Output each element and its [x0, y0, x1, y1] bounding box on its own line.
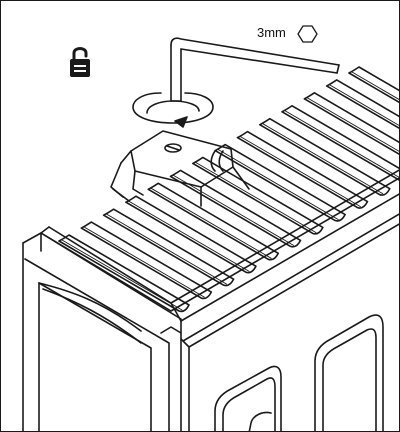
grille-fin	[281, 104, 399, 181]
grille-fin	[125, 195, 257, 274]
unlock-padlock-icon	[70, 47, 90, 77]
grille-fin-edge	[306, 97, 399, 152]
tool-size-label: 3mm	[257, 25, 286, 40]
mounting-bracket	[110, 130, 250, 207]
grille-fin	[303, 92, 399, 155]
grille-fin-edge	[284, 110, 399, 178]
housing-front-left	[22, 232, 182, 431]
grille-fin-edge	[61, 239, 183, 311]
grille-fin-edge	[351, 71, 399, 100]
rotation-arrow-icon	[132, 92, 214, 128]
grille-fin	[348, 66, 399, 104]
grille-fin	[325, 79, 399, 130]
housing-front-right	[180, 193, 399, 431]
grille-fin-edge	[106, 213, 228, 285]
grille-fin	[80, 221, 213, 300]
grille-fin-edge	[173, 174, 294, 246]
grille-fin	[169, 169, 302, 248]
grille-fin-edge	[217, 149, 339, 220]
hex-key-tool	[170, 37, 340, 102]
grille-fin	[258, 117, 391, 196]
hex-size-icon	[297, 25, 318, 43]
grille-fin	[147, 182, 280, 261]
grille-fin	[192, 156, 324, 235]
grille-fin-edge	[195, 162, 317, 233]
grille-fin	[214, 143, 346, 222]
grille-fin-edge	[240, 136, 361, 208]
grille-fin	[236, 130, 369, 209]
grille-fin-edge	[150, 187, 272, 259]
grille-fin-edge	[329, 84, 399, 126]
grille-fin	[102, 208, 235, 287]
grille-fin-edge	[83, 226, 205, 298]
grille-fin-edge	[262, 123, 384, 195]
grille-fin	[58, 234, 190, 313]
grille-fins	[58, 66, 399, 313]
grille-fin-edge	[128, 200, 250, 272]
